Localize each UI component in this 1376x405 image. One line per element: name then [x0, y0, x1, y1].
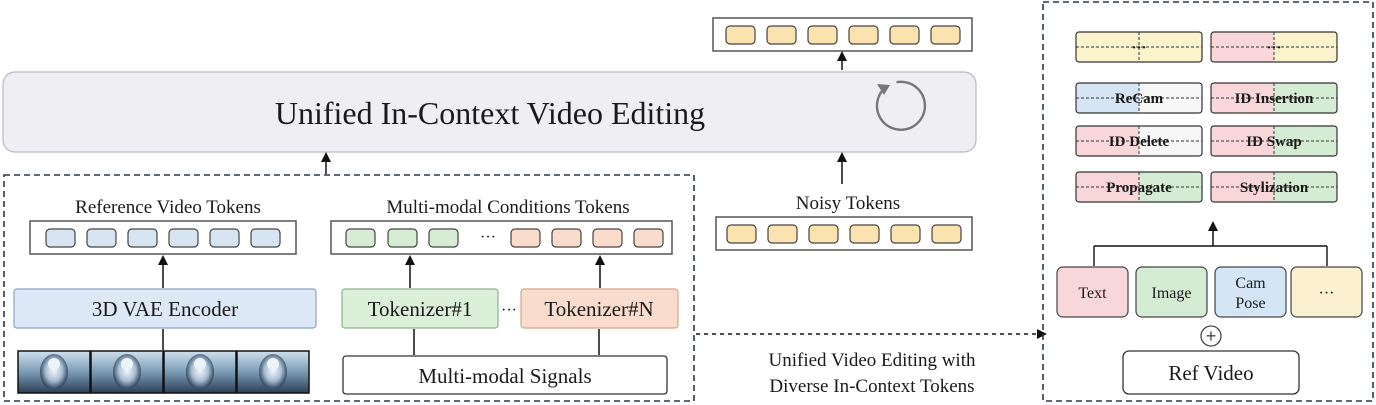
signals-label: Multi-modal Signals — [418, 364, 591, 388]
noisy-token — [808, 224, 839, 244]
input-box: Image — [1135, 266, 1208, 318]
ref-video-block — [1122, 350, 1300, 395]
conditions-token-group — [345, 228, 664, 248]
plus-icon: + — [1200, 325, 1222, 347]
output-token-bar — [712, 17, 973, 52]
reference-token — [209, 228, 240, 248]
reference-video-frames — [17, 350, 310, 394]
conditions-tokens-label: Multi-modal Conditions Tokens — [386, 197, 629, 218]
reference-token — [45, 228, 76, 248]
noisy-token — [849, 224, 880, 244]
task-panel — [1042, 1, 1374, 402]
task-box: Propagate — [1075, 171, 1203, 203]
task-label: ReCam — [1115, 91, 1164, 107]
task-box: ID Swap — [1210, 125, 1338, 157]
output-token — [848, 25, 879, 45]
main-title: Unified In-Context Video Editing — [275, 95, 705, 131]
ref-video-label: Ref Video — [1168, 361, 1253, 385]
output-token — [930, 25, 961, 45]
caption-line-2: Diverse In-Context Tokens — [769, 376, 974, 397]
task-label: Propagate — [1106, 180, 1172, 196]
reference-token — [168, 228, 199, 248]
input-label: Cam — [1235, 275, 1266, 292]
noisy-token — [726, 224, 757, 244]
task-label: Stylization — [1240, 180, 1309, 196]
refresh-icon — [875, 80, 927, 131]
tokenizer-ellipsis: ··· — [501, 302, 517, 319]
task-grid: ··· ··· ReCam ID Insertion ID Delete ID SwapP… — [1075, 31, 1338, 203]
input-label: Text — [1078, 285, 1107, 302]
tokenizer-n-label: Tokenizer#N — [544, 297, 653, 321]
svg-text:+: + — [1206, 326, 1217, 346]
tokenizer-1-block — [341, 288, 499, 329]
video-frame — [17, 350, 91, 394]
task-box: ··· — [1075, 31, 1203, 63]
condition-token — [551, 228, 582, 248]
task-label: ··· — [1131, 40, 1146, 56]
noisy-token-bar — [715, 216, 973, 251]
noisy-token — [890, 224, 921, 244]
vae-encoder-block — [13, 288, 317, 329]
condition-token — [345, 228, 376, 248]
caption-line-1: Unified Video Editing with — [769, 350, 976, 371]
condition-token — [633, 228, 664, 248]
task-box: ReCam — [1075, 82, 1203, 114]
output-token — [725, 25, 756, 45]
condition-token — [387, 228, 418, 248]
task-box: ID Delete — [1075, 125, 1203, 157]
task-label: ID Swap — [1246, 134, 1301, 150]
video-frame — [236, 350, 310, 394]
signals-block — [342, 355, 668, 395]
video-frame — [90, 350, 164, 394]
output-token-group — [725, 25, 961, 45]
input-box: Text — [1056, 266, 1129, 318]
video-frame — [163, 350, 237, 394]
input-box: ··· — [1290, 266, 1363, 318]
output-token — [766, 25, 797, 45]
task-label: ID Insertion — [1235, 91, 1314, 107]
output-token — [807, 25, 838, 45]
reference-token-group — [45, 228, 281, 248]
task-label: ··· — [1266, 40, 1281, 56]
input-panel — [3, 174, 695, 402]
condition-token — [428, 228, 459, 248]
noisy-token-group — [726, 224, 962, 244]
input-label: ··· — [1319, 285, 1335, 302]
condition-token — [510, 228, 541, 248]
tokenizer-n-block — [520, 288, 679, 329]
input-label: Pose — [1235, 295, 1265, 312]
task-box: ID Insertion — [1210, 82, 1338, 114]
task-box: ··· — [1210, 31, 1338, 63]
output-token — [889, 25, 920, 45]
reference-token — [250, 228, 281, 248]
noisy-token — [767, 224, 798, 244]
task-label: ID Delete — [1109, 134, 1170, 150]
task-box: Stylization — [1210, 171, 1338, 203]
condition-token — [592, 228, 623, 248]
vae-encoder-label: 3D VAE Encoder — [92, 297, 238, 321]
reference-token — [86, 228, 117, 248]
main-block — [2, 71, 977, 153]
conditions-ellipsis: ··· — [480, 229, 496, 246]
reference-token — [127, 228, 158, 248]
input-label: Image — [1152, 285, 1192, 302]
noisy-tokens-label: Noisy Tokens — [796, 193, 900, 214]
tokenizer-1-label: Tokenizer#1 — [368, 297, 473, 321]
noisy-token — [931, 224, 962, 244]
reference-tokens-label: Reference Video Tokens — [75, 197, 261, 218]
